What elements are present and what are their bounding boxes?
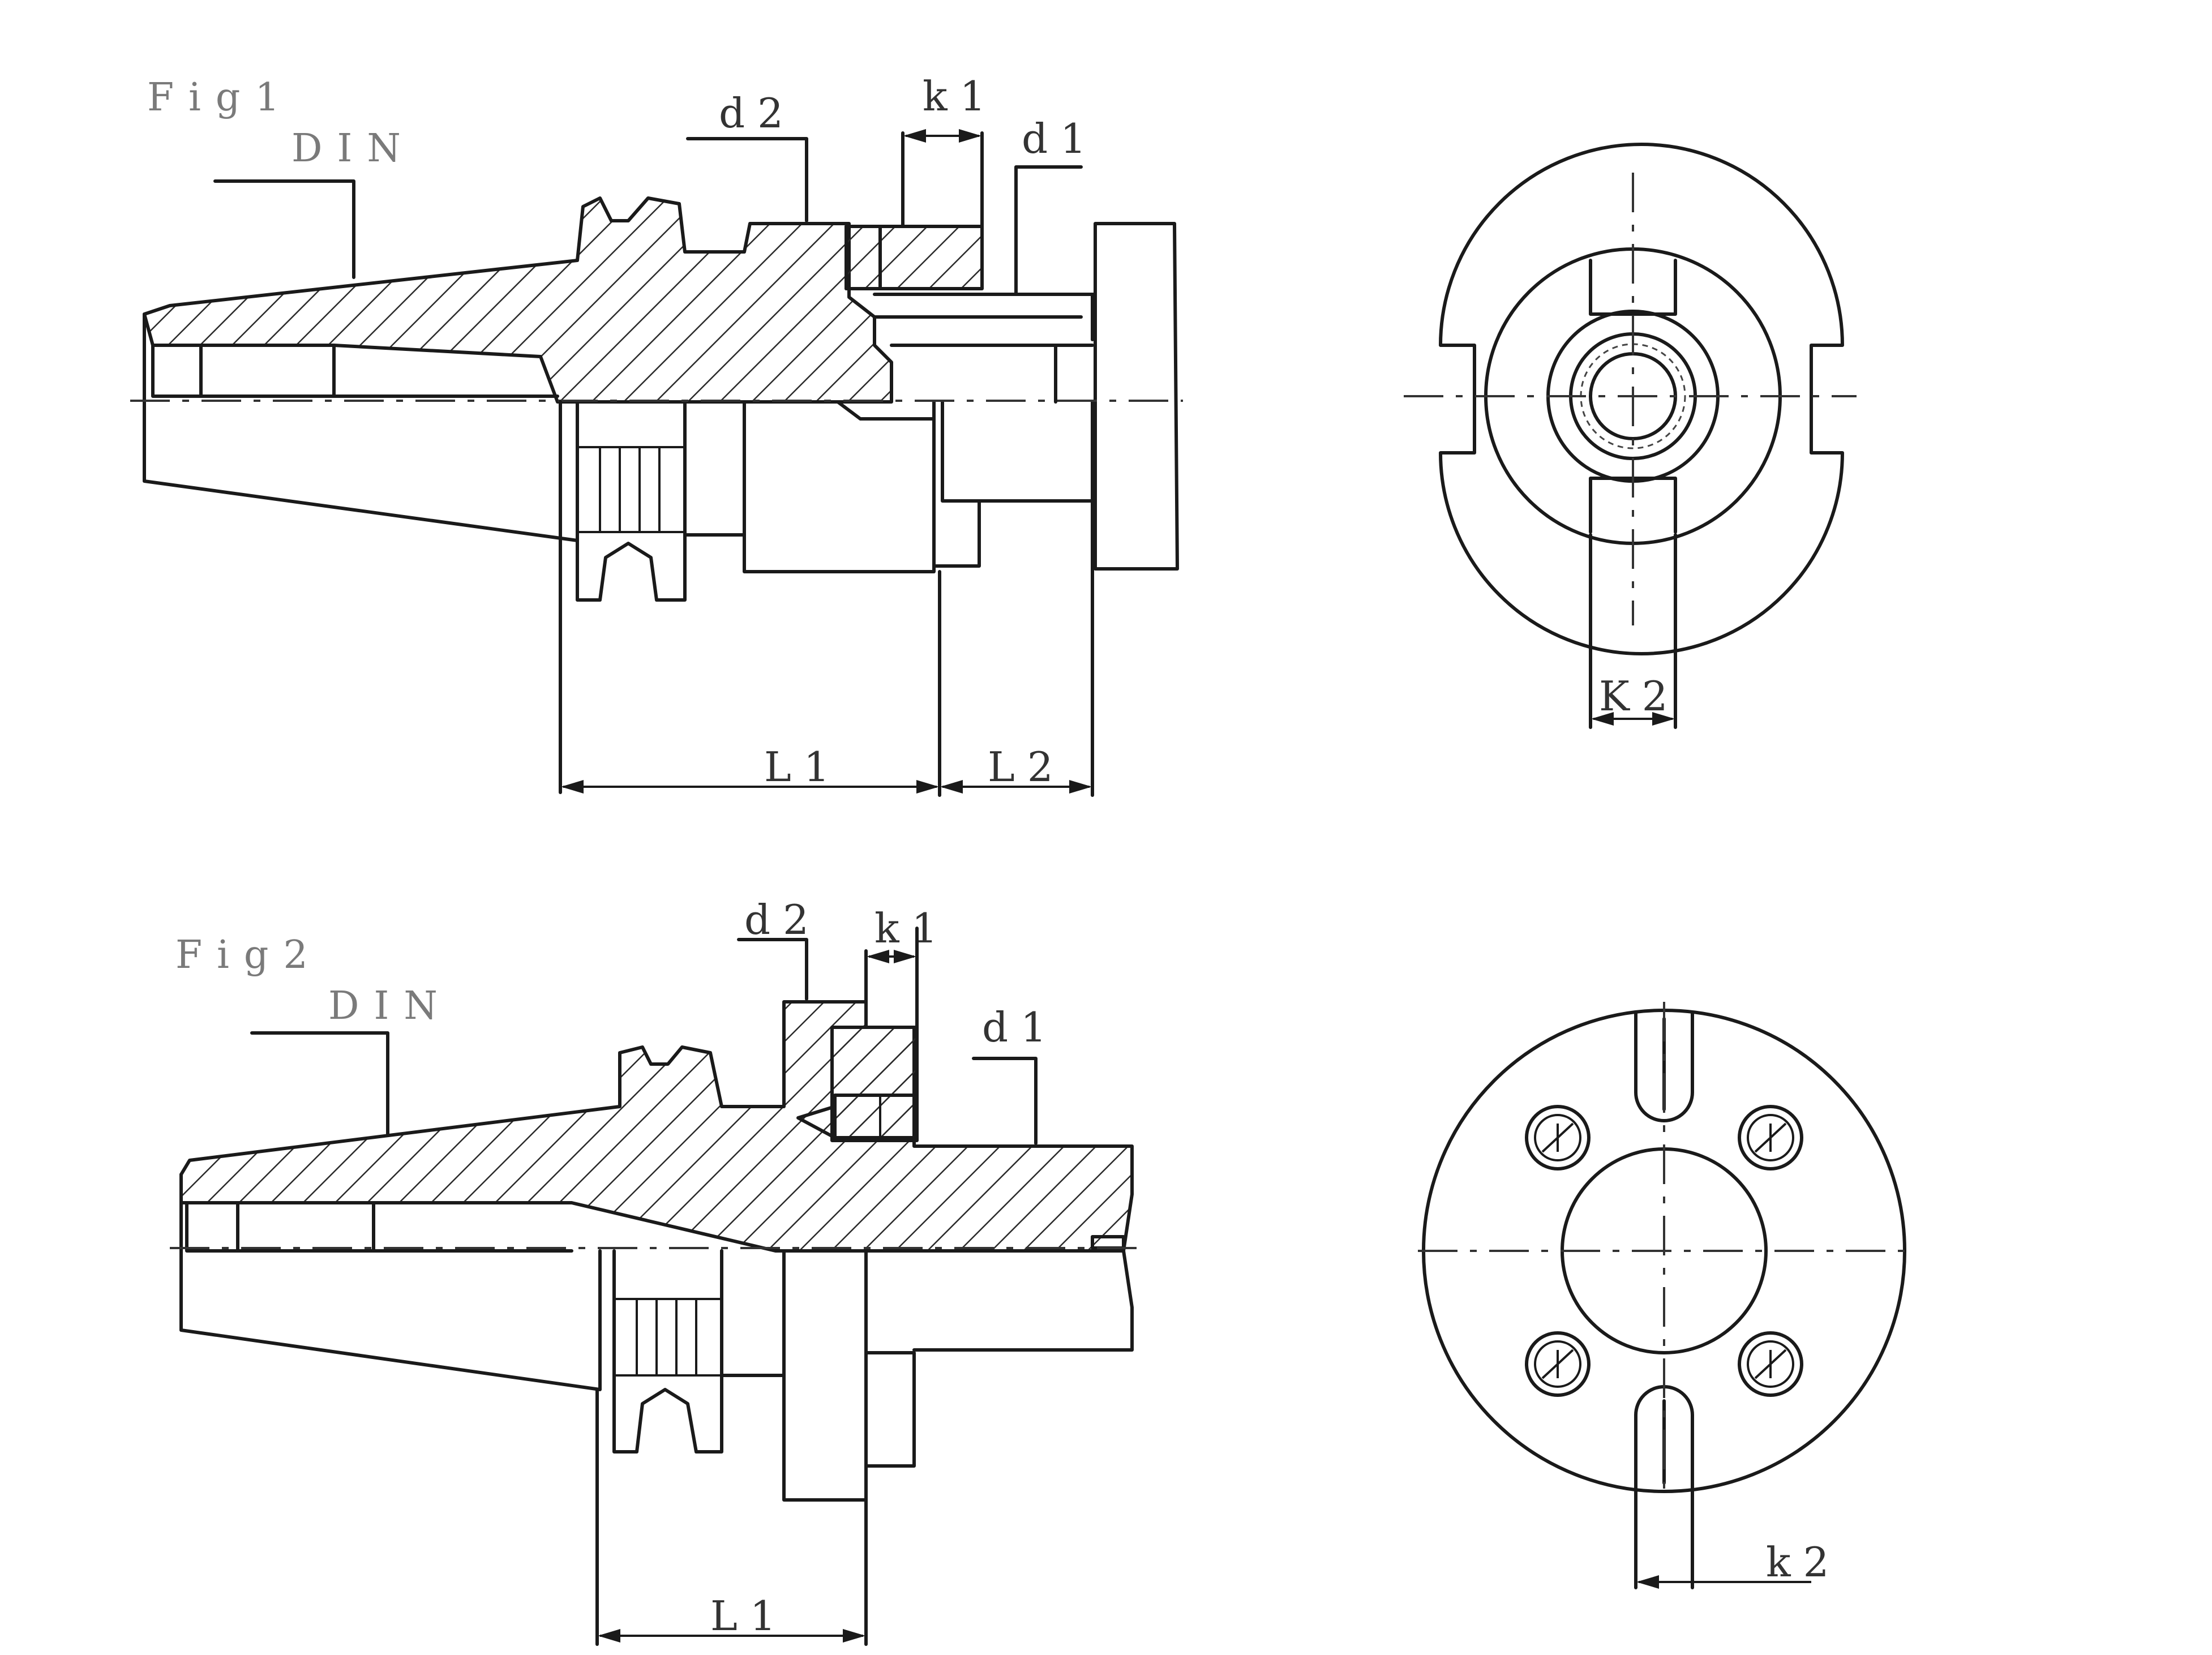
fig2-front-view: k2 xyxy=(1418,1002,1910,1589)
fig2-top-slot xyxy=(1634,1011,1694,1122)
fig2-key-block xyxy=(830,1026,919,1142)
fig2-k1-label: k1 xyxy=(874,904,950,952)
fig1-side-view: Fig1 DIN xyxy=(130,72,1183,797)
fig2-standard-label: DIN xyxy=(328,984,452,1028)
fig1-title: Fig1 xyxy=(147,75,294,120)
fig2-bolt-holes xyxy=(1525,1105,1803,1397)
fig1-top-slot xyxy=(1589,259,1677,316)
fig2-d1-label: d1 xyxy=(982,1004,1059,1051)
fig1-front-flange xyxy=(1094,222,1179,571)
fig2-L1-label: L1 xyxy=(710,1592,788,1640)
fig2-k2-label: k2 xyxy=(1766,1538,1841,1586)
fig1-din-leader xyxy=(213,179,355,279)
fig2-taper-lower xyxy=(179,1173,602,1391)
fig1-L1-label: L1 xyxy=(764,743,842,791)
fig1-d2-label: d2 xyxy=(719,89,796,137)
fig1-front-outer-flange xyxy=(1439,143,1844,655)
fig1-K2-label: K2 xyxy=(1599,672,1681,720)
fig1-section-upper xyxy=(143,196,893,404)
fig1-standard-label: DIN xyxy=(291,126,415,171)
fig2-side-view: Fig2 DIN d2 k1 d1 xyxy=(170,896,1138,1646)
fig2-title: Fig2 xyxy=(175,933,323,977)
fig1-screw-head xyxy=(844,225,882,290)
fig1-key-block xyxy=(844,225,984,290)
fig2-d2-label: d2 xyxy=(744,896,821,944)
fig1-d1-label: d1 xyxy=(1022,115,1099,162)
fig2-drive-flange-lower xyxy=(612,1249,723,1454)
fig1-drive-flange-lower xyxy=(576,400,687,602)
fig1-L2-label: L2 xyxy=(988,743,1066,791)
fig1-k1-label: k1 xyxy=(923,72,998,120)
fig1-front-view: K2 xyxy=(1404,143,1857,729)
